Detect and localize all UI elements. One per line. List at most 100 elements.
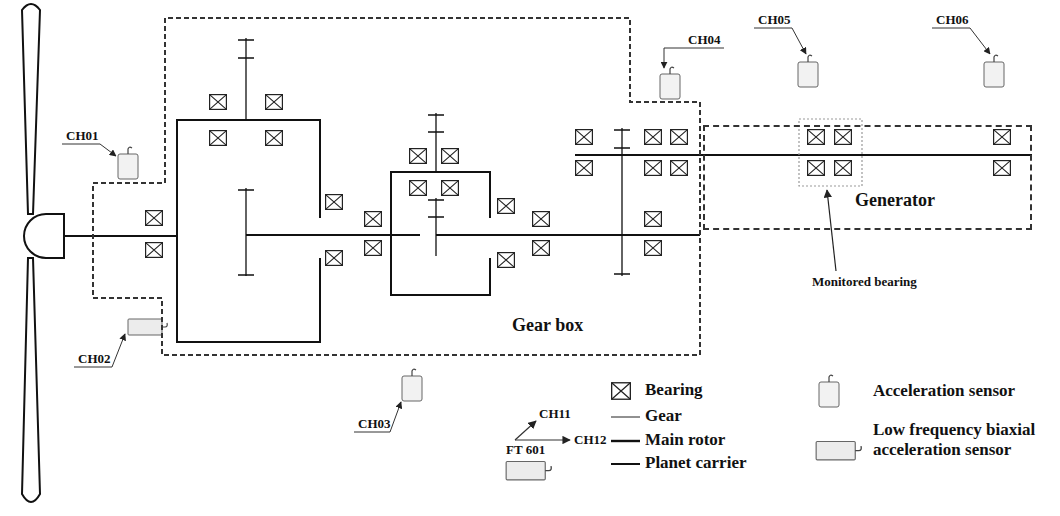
main-rotor-shafts (246, 234, 420, 236)
bearings (365, 212, 382, 227)
axis-label: CH12 (574, 433, 607, 447)
node-title: Generator (855, 191, 935, 211)
main-rotor-shafts (64, 235, 177, 237)
channel-label: CH04 (688, 33, 721, 47)
axis-arrows (515, 421, 536, 440)
planet-carriers (177, 120, 320, 342)
bearings (808, 161, 825, 176)
leader-arrow (827, 190, 836, 271)
legend-text: Low frequency biaxial acceleration senso… (873, 420, 1058, 461)
legend-samples (611, 463, 640, 465)
acceleration-sensors (506, 461, 551, 479)
acceleration-sensors (798, 55, 818, 87)
leader-lines (62, 144, 116, 156)
axis-arrows (515, 421, 570, 440)
rotor-blades (22, 4, 64, 502)
legend-samples (816, 441, 861, 459)
bearings (266, 95, 283, 110)
bearings (645, 212, 662, 227)
leader-lines (62, 28, 990, 432)
channel-label: CH03 (358, 417, 391, 431)
legend-text: Bearing (645, 380, 795, 400)
legend-text: Gear (645, 406, 795, 426)
bearings (266, 131, 283, 146)
leader-lines (932, 28, 990, 54)
gear-lines (238, 38, 254, 120)
axis-arrows (515, 439, 570, 440)
planet-carriers (391, 172, 490, 295)
gear-lines (614, 128, 630, 276)
channel-label: CH01 (66, 129, 99, 143)
acceleration-sensors (402, 369, 422, 401)
bearings (671, 161, 688, 176)
bearings (146, 211, 163, 226)
bearings (326, 251, 343, 266)
channel-label: CH05 (758, 13, 791, 27)
bearings (146, 95, 1011, 268)
bearings (146, 243, 163, 258)
bearings (835, 161, 852, 176)
bearings (533, 212, 550, 227)
bearings (645, 241, 662, 256)
rotor-blades (24, 214, 64, 258)
main-rotor-shafts (703, 154, 1032, 156)
main-rotor-shafts (64, 155, 1032, 236)
callout-label: Monitored bearing (812, 275, 917, 289)
bearings (498, 199, 515, 214)
legend-samples (611, 375, 861, 464)
bearings (576, 161, 593, 176)
bearings (994, 161, 1011, 176)
main-rotor-shafts (436, 234, 700, 236)
bearings (835, 130, 852, 145)
legend-text: Main rotor (645, 430, 795, 450)
node-title: Gear box (512, 316, 583, 336)
acceleration-sensors (118, 55, 1004, 480)
legend-samples (611, 440, 640, 442)
leader-lines (754, 28, 806, 54)
monitored-bearing-box (799, 119, 862, 186)
channel-label: CH06 (936, 13, 969, 27)
bearings (442, 181, 459, 196)
legend-text: Acceleration sensor (873, 381, 1053, 401)
main-rotor-shafts (575, 154, 700, 156)
axis-label: CH11 (539, 407, 571, 421)
leader-lines (354, 402, 401, 432)
bearings (410, 181, 427, 196)
rotor-blades (22, 258, 40, 502)
bearings (210, 95, 227, 110)
leader-lines (74, 334, 125, 367)
acceleration-sensors (984, 55, 1004, 87)
channel-label: CH02 (78, 352, 111, 366)
housing-outline (93, 18, 700, 355)
leader-lines (664, 48, 724, 68)
bearings (365, 241, 382, 256)
bearings (671, 130, 688, 145)
acceleration-sensors (660, 67, 680, 99)
bearings (994, 130, 1011, 145)
legend-samples (611, 417, 640, 418)
acceleration-sensors (118, 147, 138, 179)
legend-samples (612, 383, 631, 399)
bearings (410, 149, 427, 164)
housing-outline (93, 18, 700, 355)
bearings (533, 241, 550, 256)
bearings (210, 131, 227, 146)
bearings (576, 130, 593, 145)
gear-lines (238, 38, 630, 276)
gear-lines (238, 188, 254, 276)
rotor-blades (22, 4, 40, 214)
bearings (808, 130, 825, 145)
sensor-label: FT 601 (506, 443, 545, 457)
legend-samples (819, 375, 839, 407)
gearbox-housing: Gear box (93, 18, 700, 355)
planet-carriers (177, 120, 490, 342)
legend-text: Planet carrier (645, 453, 795, 473)
bearings (645, 161, 662, 176)
bearings (498, 253, 515, 268)
gear-lines (428, 198, 444, 256)
bearings (645, 130, 662, 145)
bearings (442, 149, 459, 164)
bearings (326, 195, 343, 210)
generator-housing: Generator (703, 125, 1032, 230)
